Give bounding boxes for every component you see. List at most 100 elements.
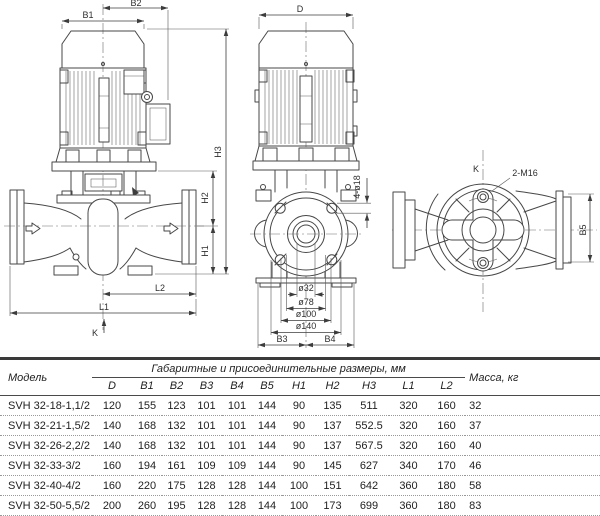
cell-dim: 180 [428,475,466,496]
cell-dim: 140 [92,415,132,436]
dim-label-2m16: 2-M16 [512,168,538,178]
cell-dim: 101 [191,435,222,456]
dim-column-header-row: D B1 B2 B3 B4 B5 H1 H2 H3 L1 L2 [0,377,600,396]
cell-dim: 101 [222,415,252,436]
cell-dim: 128 [191,495,222,516]
dim-label-dia32: ø32 [298,283,314,293]
cell-dim: 128 [191,475,222,496]
dim-label-b3: B3 [276,334,287,344]
top-view-dimensions: K 2-M16 B5 [473,164,594,263]
cell-dim: 144 [252,475,282,496]
cell-dim: 101 [191,415,222,436]
cell-mass: 37 [465,415,600,436]
cell-dim: 260 [132,495,162,516]
terminal-box [123,69,145,95]
cell-dim: 160 [428,415,466,436]
top-view: K 2-M16 B5 [392,150,597,312]
cell-dim: 170 [428,455,466,476]
cell-dim: 168 [132,435,162,456]
cell-dim: 144 [252,415,282,436]
flow-arrow [25,222,41,235]
dim-label-dia100: ø100 [296,309,317,319]
cell-dim: 101 [222,435,252,456]
dim-label-d: D [297,4,304,14]
dim-label-b5: B5 [578,224,588,235]
cell-mass: 40 [465,435,600,456]
cell-dim: 320 [389,435,428,456]
cell-dim: 360 [389,495,428,516]
side-view-pump-casing [4,189,204,276]
cell-dim: 195 [162,495,191,516]
suction-flange-top [392,191,406,269]
side-view-motor [51,30,171,172]
cell-dim: 144 [252,395,282,416]
cell-dim: 90 [282,455,316,476]
cell-mass: 58 [465,475,600,496]
cell-dim: 220 [132,475,162,496]
cell-dim: 320 [389,395,428,416]
cell-model: SVH 32-33-3/2 [0,455,92,476]
cell-dim: 180 [428,495,466,516]
cell-dim: 627 [349,455,389,476]
cell-dim: 128 [222,475,252,496]
cell-dim: 123 [162,395,191,416]
tapped-hole-m16 [477,257,489,269]
dim-label-bolt-holes: 4-ø18 [352,175,362,199]
cell-dim: 135 [316,395,349,416]
dim-label-b2: B2 [130,0,141,8]
cell-dim: 173 [316,495,349,516]
pump-dimensional-drawing: B2 B1 H3 H2 H1 L2 L1 K [4,0,597,348]
cell-dim: 101 [191,395,222,416]
cell-dim: 90 [282,415,316,436]
cell-dim: 511 [349,395,389,416]
cell-dim: 340 [389,455,428,476]
cell-dim: 132 [162,415,191,436]
dim-label-b1: B1 [82,10,93,20]
side-view-dimensions: B2 B1 H3 H2 H1 L2 L1 K [9,0,229,338]
cell-dim: 140 [92,435,132,456]
flow-arrow [163,222,179,235]
cell-dim: 109 [191,455,222,476]
gauge-port [255,189,272,202]
cell-dim: 137 [316,435,349,456]
side-view: B2 B1 H3 H2 H1 L2 L1 K [4,0,229,338]
junction-box [145,103,171,145]
cell-dim: 144 [252,435,282,456]
column-header-l2: L2 [428,377,466,396]
cell-mass: 46 [465,455,600,476]
cell-dim: 100 [282,495,316,516]
cell-dim: 90 [282,395,316,416]
cell-dim: 160 [428,395,466,416]
dim-label-dia140: ø140 [296,321,317,331]
cell-dim: 151 [316,475,349,496]
cell-dim: 160 [428,435,466,456]
dimension-table: Модель Габаритные и присоединительные ра… [0,357,600,516]
dim-label-h1: H1 [200,245,210,257]
cell-dim: 320 [389,415,428,436]
cell-dim: 175 [162,475,191,496]
cell-dim: 642 [349,475,389,496]
cell-dim: 100 [282,475,316,496]
cell-dim: 109 [222,455,252,476]
column-header-mass: Масса, кг [465,358,600,396]
column-header-b1: B1 [132,377,162,396]
column-header-h3: H3 [349,377,389,396]
cell-dim: 144 [252,495,282,516]
front-view-flange-face [250,184,362,288]
front-view-dimensions: D 4-ø18 ø32 ø78 ø100 ø140 B3 B4 [257,4,371,348]
cell-dim: 360 [389,475,428,496]
cell-model: SVH 32-40-4/2 [0,475,92,496]
dim-label-h2: H2 [200,192,210,204]
column-header-b3: B3 [191,377,222,396]
column-header-b5: B5 [252,377,282,396]
column-header-h2: H2 [316,377,349,396]
cell-dim: 160 [92,455,132,476]
column-header-model: Модель [0,358,92,396]
front-view-motor [252,30,360,193]
column-header-d: D [92,377,132,396]
cell-dim: 160 [92,475,132,496]
